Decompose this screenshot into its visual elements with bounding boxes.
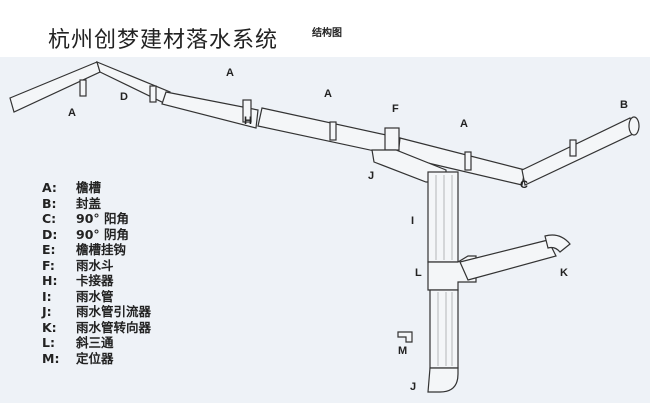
gutter-corner-d — [96, 60, 171, 105]
legend-label: 雨水斗 — [76, 257, 114, 273]
legend-item: A: 檐槽 — [42, 180, 151, 196]
gutter-corner-c — [521, 117, 636, 186]
legend-key: E: — [42, 242, 56, 257]
legend-item: C: 90° 阳角 — [42, 211, 151, 227]
legend-key: K: — [42, 319, 57, 335]
legend-key: A: — [42, 180, 57, 195]
legend-label: 斜三通 — [76, 335, 114, 350]
callout-d: D — [120, 91, 128, 103]
gutter-joint — [329, 121, 337, 141]
downpipe-i — [429, 289, 459, 369]
legend-item: H: 卡接器 — [42, 273, 151, 289]
legend-key: I: — [42, 288, 52, 304]
bracket-m — [397, 331, 413, 343]
gutter-segment — [257, 107, 401, 157]
callout-l: L — [415, 267, 422, 279]
callout-m: M — [398, 345, 407, 357]
callout-a: A — [324, 88, 332, 100]
downpipe-i — [427, 171, 459, 263]
page-subtitle: 结构图 — [312, 28, 342, 39]
legend-item: D: 90° 阴角 — [42, 227, 151, 243]
legend-key: F: — [42, 257, 55, 273]
gutter-joint — [569, 139, 577, 157]
legend-item: E: 檐槽挂钩 — [42, 242, 151, 258]
legend-key: C: — [42, 211, 57, 226]
callout-b: B — [620, 99, 628, 111]
callout-a: A — [68, 107, 76, 119]
callout-i: I — [411, 215, 414, 227]
legend-label: 檐槽挂钩 — [76, 242, 127, 257]
gutter-joint — [149, 85, 157, 103]
legend-label: 90° 阴角 — [76, 226, 129, 242]
legend-key: H: — [42, 273, 58, 288]
shoe-j — [427, 367, 459, 393]
legend-label: 雨水管 — [76, 288, 114, 304]
legend-item: K: 雨水管转向器 — [42, 320, 151, 336]
legend-label: 雨水管转向器 — [76, 319, 152, 335]
elbow-k — [544, 234, 571, 253]
callout-j: J — [410, 381, 416, 393]
callout-a: A — [226, 67, 234, 79]
legend-label: 檐槽 — [76, 180, 102, 195]
legend-label: 定位器 — [76, 350, 114, 366]
legend: A: 檐槽 B: 封盖 C: 90° 阳角 D: 90° 阴角 E: 檐槽挂钩 F: 雨水斗… — [42, 180, 151, 366]
legend-key: L: — [42, 335, 55, 350]
connector-h — [242, 99, 252, 123]
legend-item: M: 定位器 — [42, 351, 151, 367]
legend-key: D: — [42, 226, 58, 242]
pipe-k — [459, 239, 557, 281]
legend-key: M: — [42, 350, 60, 366]
legend-item: B: 封盖 — [42, 196, 151, 212]
gutter-joint — [79, 79, 87, 97]
gutter-segment — [161, 91, 259, 129]
callout-j: J — [368, 170, 374, 182]
legend-key: B: — [42, 195, 57, 211]
callout-f: F — [392, 103, 399, 115]
legend-item: J: 雨水管引流器 — [42, 304, 151, 320]
gutter-joint — [464, 151, 472, 171]
outlet-f — [384, 127, 400, 151]
page-title: 杭州创梦建材落水系统 — [48, 28, 279, 53]
legend-item: F: 雨水斗 — [42, 258, 151, 274]
callout-a: A — [460, 118, 468, 130]
callout-c: C — [520, 179, 528, 191]
callout-h: H — [244, 115, 252, 127]
legend-label: 雨水管引流器 — [76, 304, 152, 319]
legend-label: 封盖 — [76, 195, 102, 211]
legend-label: 90° 阳角 — [76, 211, 129, 226]
legend-key: J: — [42, 304, 52, 319]
legend-label: 卡接器 — [76, 273, 114, 288]
pipe-ribs — [435, 175, 453, 366]
callout-k: K — [560, 267, 568, 279]
legend-item: I: 雨水管 — [42, 289, 151, 305]
end-cap-b — [628, 116, 640, 136]
legend-item: L: 斜三通 — [42, 335, 151, 351]
diagram-panel — [0, 57, 650, 403]
